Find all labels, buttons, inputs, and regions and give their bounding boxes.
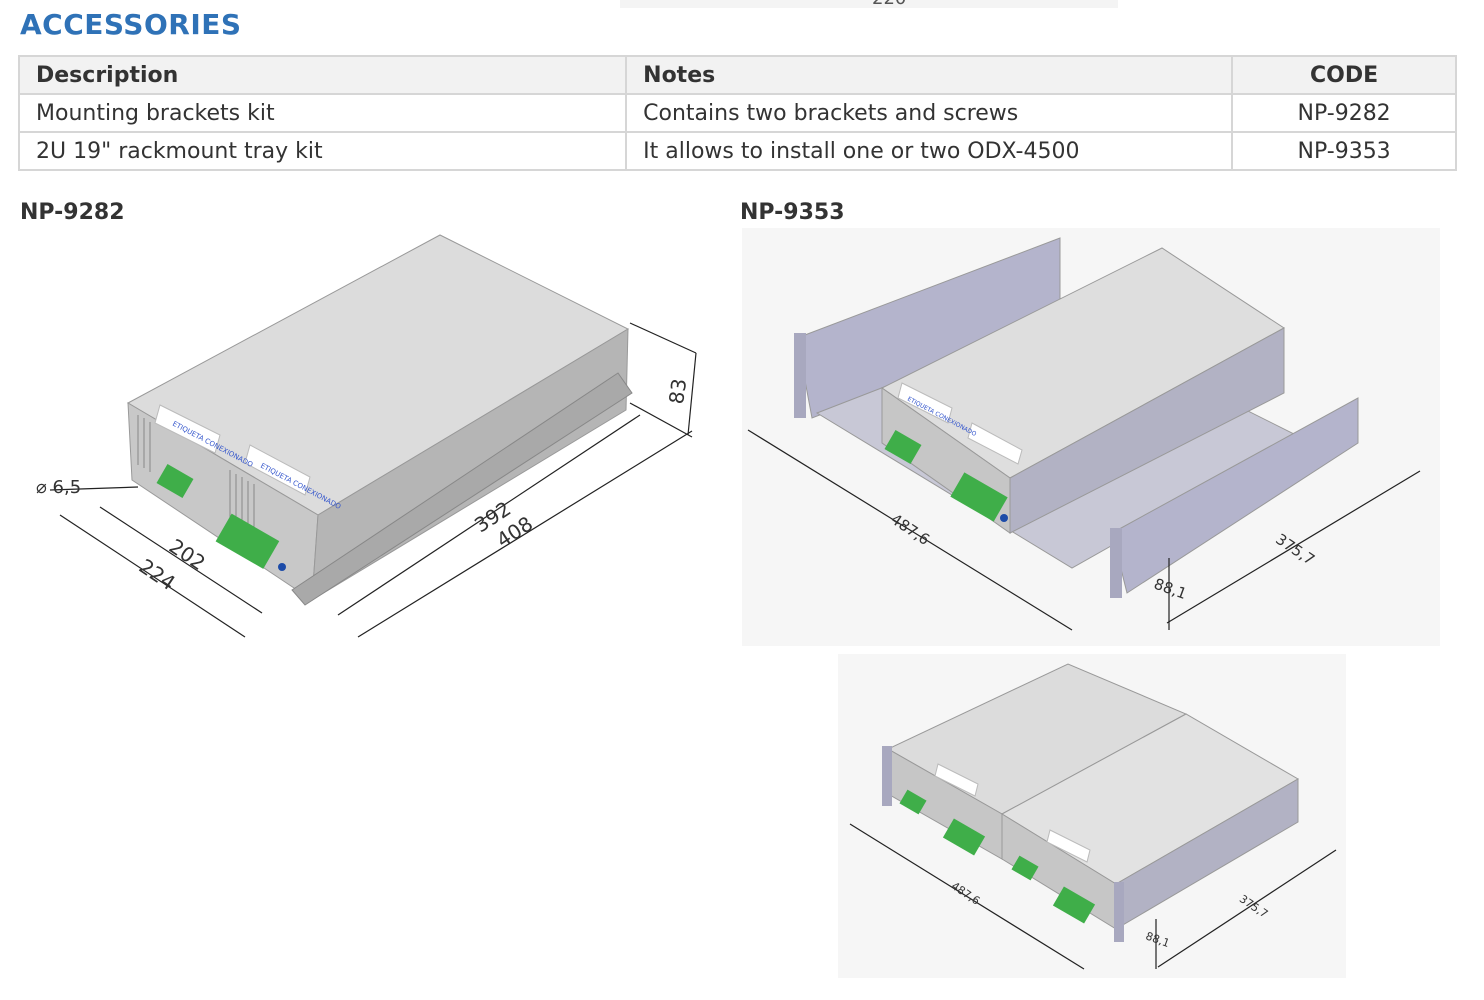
sticker	[967, 422, 1023, 465]
dimension-lines	[747, 429, 1421, 631]
left-rack-ear	[794, 333, 806, 418]
bracket	[291, 372, 633, 606]
terminal-block	[942, 818, 986, 856]
row-description: 2U 19" rackmount tray kit	[17, 131, 628, 171]
previous-dimension-label: 220	[872, 0, 906, 9]
dimension-lines	[849, 823, 1337, 970]
sticker	[897, 382, 953, 424]
np9282-drawing: ETIQUETA CONEXIONADO ETIQUETA CONEXIONAD…	[36, 234, 697, 638]
terminal-block	[884, 429, 922, 465]
dim-hole: ⌀ 6,5	[36, 477, 81, 498]
terminal-block	[1011, 855, 1039, 881]
previous-page-fragment: 220	[620, 0, 1118, 9]
row-code: NP-9353	[1231, 131, 1457, 171]
unit-side-face	[1009, 327, 1285, 534]
right-rack-ear	[1110, 528, 1122, 598]
table-row: 2U 19" rackmount tray kit It allows to i…	[17, 131, 1457, 171]
left-rack-ear	[882, 746, 892, 806]
terminal-block	[899, 789, 927, 815]
header-description: Description	[17, 55, 628, 95]
figure-label-np9282: NP-9282	[20, 200, 125, 225]
header-notes: Notes	[625, 55, 1234, 95]
right-rack-ear	[1114, 882, 1124, 942]
figure-label-np9353: NP-9353	[740, 200, 845, 225]
blue-screw	[278, 563, 286, 571]
sticker	[934, 763, 979, 797]
section-title: ACCESSORIES	[20, 8, 242, 41]
table-header-row: Description Notes CODE	[17, 55, 1457, 95]
terminal-block	[1052, 886, 1096, 924]
blue-screw	[1000, 514, 1008, 522]
row-notes: Contains two brackets and screws	[625, 93, 1234, 133]
table-row: Mounting brackets kit Contains two brack…	[17, 93, 1457, 133]
np9353-tray-single-drawing: ETIQUETA CONEXIONADO 487,6 375,7 88,1	[742, 228, 1440, 646]
row-code: NP-9282	[1231, 93, 1457, 133]
terminal-block	[215, 513, 280, 569]
dim-height: 83	[664, 377, 691, 406]
row-description: Mounting brackets kit	[17, 93, 628, 133]
sticker	[1046, 829, 1091, 863]
terminal-block	[156, 463, 194, 499]
dimension-lines	[49, 322, 697, 638]
np9353-tray-double-drawing: 487,6 375,7 88,1	[838, 654, 1346, 978]
row-notes: It allows to install one or two ODX-4500	[625, 131, 1234, 171]
header-code: CODE	[1231, 55, 1457, 95]
terminal-block	[950, 472, 1008, 522]
accessories-table: Description Notes CODE Mounting brackets…	[17, 55, 1457, 171]
